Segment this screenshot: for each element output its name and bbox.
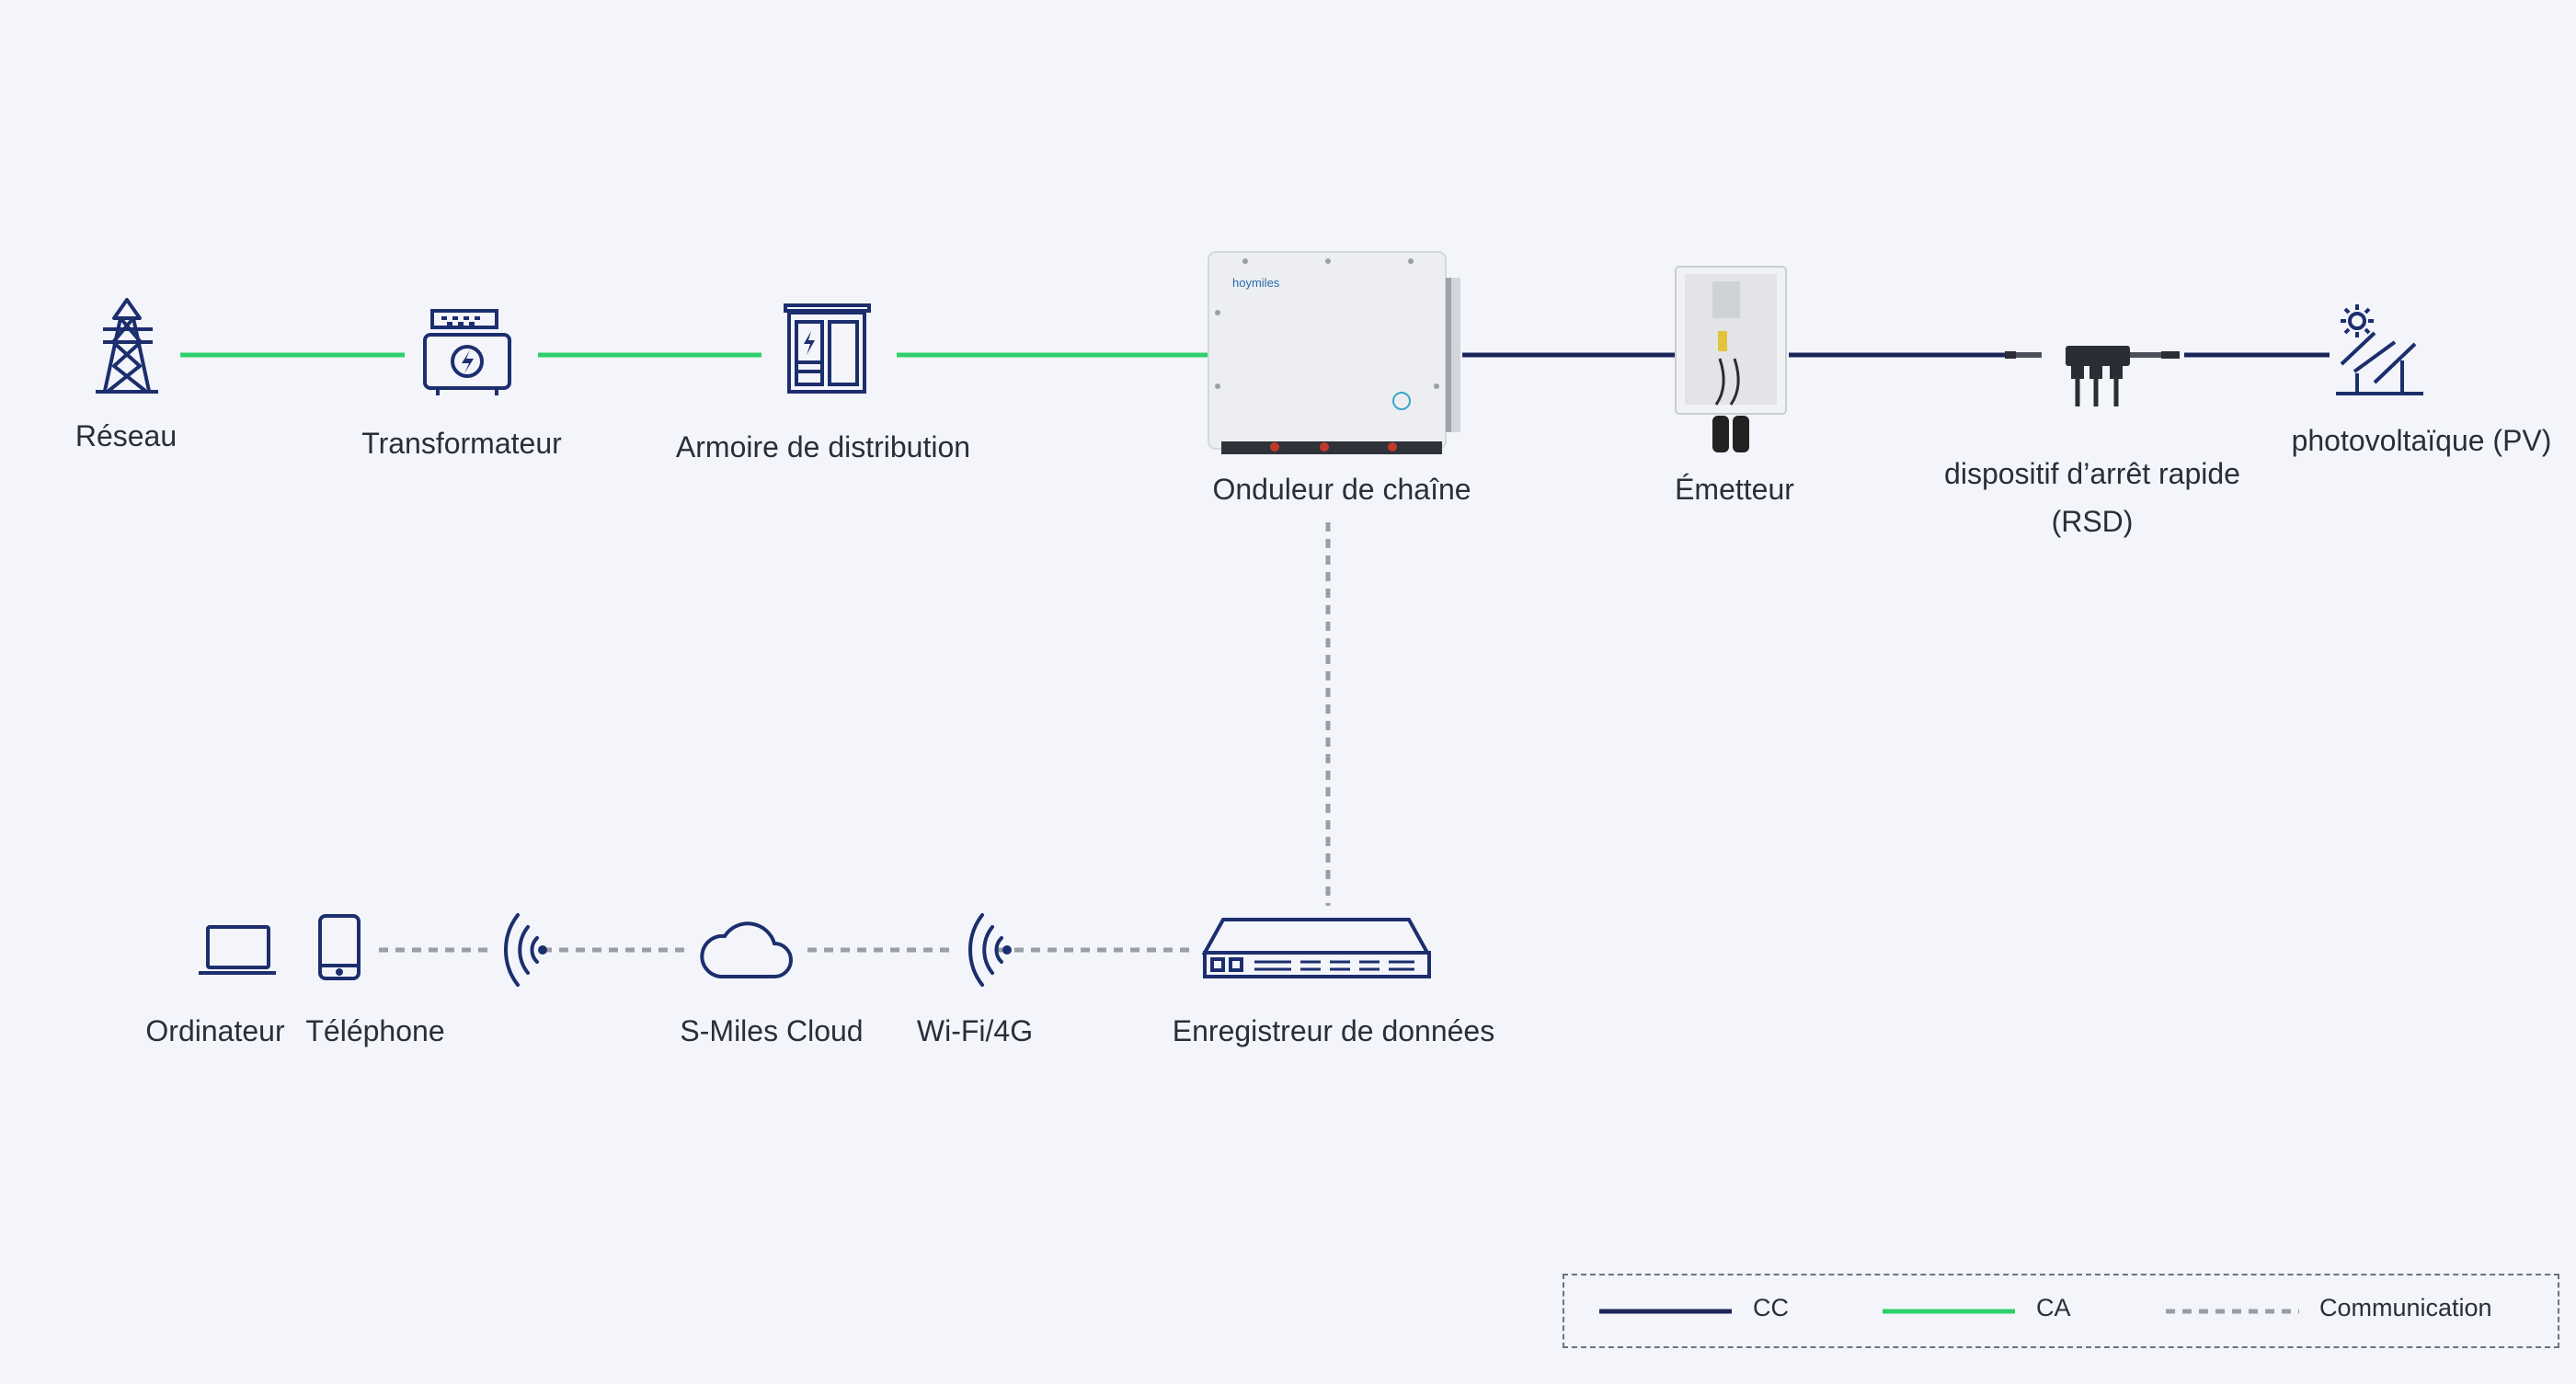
transmitter-label: Émetteur [1675,473,1794,506]
legend-ac-label: CA [2036,1294,2071,1321]
transmitter-image [1675,266,1787,452]
solar-panel-icon [2336,304,2423,395]
wifi-signal-icon [968,913,1012,987]
inverter-brand-label: hoymiles [1232,276,1280,290]
transmission-tower-icon [96,298,158,394]
rapid-shutdown-device-icon [2005,346,2180,406]
datalogger-label: Enregistreur de données [1172,1014,1495,1047]
inverter-label: Onduleur de chaîne [1212,473,1471,506]
legend-comm-label: Communication [2319,1294,2492,1321]
transformer-label: Transformateur [361,427,562,460]
pv-label: photovoltaïque (PV) [2291,424,2552,457]
computer-label: Ordinateur [145,1014,285,1047]
legend: CC CA Communication [1563,1274,2559,1348]
data-logger-icon [1201,918,1431,978]
distribution-cabinet-icon [784,303,871,394]
phone-icon [318,914,361,980]
cloud-label: S-Miles Cloud [680,1014,864,1047]
phone-label: Téléphone [305,1014,445,1047]
legend-dc-label: CC [1753,1294,1789,1321]
rsd-label-line1: dispositif d’arrêt rapide [1944,457,2240,490]
laptop-icon [199,925,276,975]
wifi-signal-icon [504,913,547,987]
rsd-label-line2: (RSD) [2051,505,2134,538]
comm-lines [379,522,1331,953]
string-inverter-image: hoymiles [1208,251,1460,454]
distribution-cabinet-label: Armoire de distribution [675,430,971,463]
transformer-icon [423,309,511,395]
grid-label: Réseau [74,419,177,452]
cloud-icon [700,921,793,978]
wifi-label: Wi-Fi/4G [916,1014,1034,1047]
